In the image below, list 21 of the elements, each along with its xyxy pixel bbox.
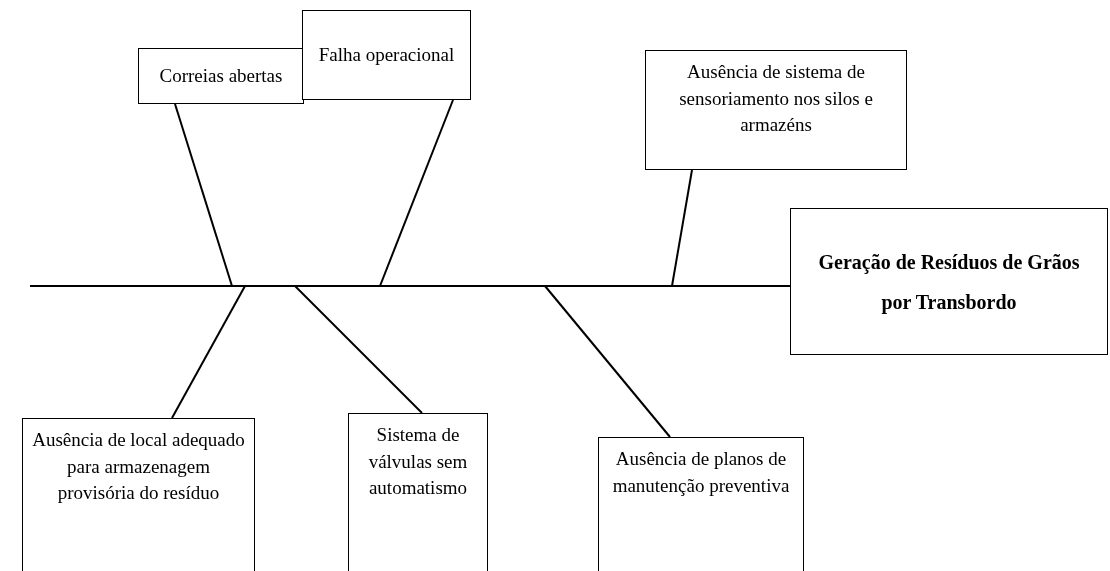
cause-box (598, 437, 804, 571)
cause-box (645, 50, 907, 170)
cause-box (138, 48, 304, 104)
bone-line (379, 99, 454, 287)
cause-box (348, 413, 488, 571)
cause-text: Sistema de válvulas sem automatismo (367, 423, 469, 501)
cause-text: Falha operacional (318, 42, 455, 67)
effect-box (790, 208, 1108, 355)
cause-box (22, 418, 255, 571)
cause-text: Ausência de sistema de sensoriamento nos silos e armazéns (678, 60, 874, 138)
bone-line (544, 285, 671, 438)
cause-box (302, 10, 471, 100)
effect-text: Geração de Resíduos de Grãos por Transbordo (817, 249, 1081, 316)
bone-line (171, 285, 246, 419)
bone-line (174, 103, 233, 287)
bone-line (294, 285, 423, 414)
spine-line (30, 285, 790, 287)
cause-text: Correias abertas (159, 63, 283, 88)
cause-text: Ausência de local adequado para armazenagem provisória do resíduo (31, 428, 246, 506)
bone-line (671, 169, 693, 287)
cause-text: Ausência de planos de manutenção preventiva (611, 447, 791, 498)
